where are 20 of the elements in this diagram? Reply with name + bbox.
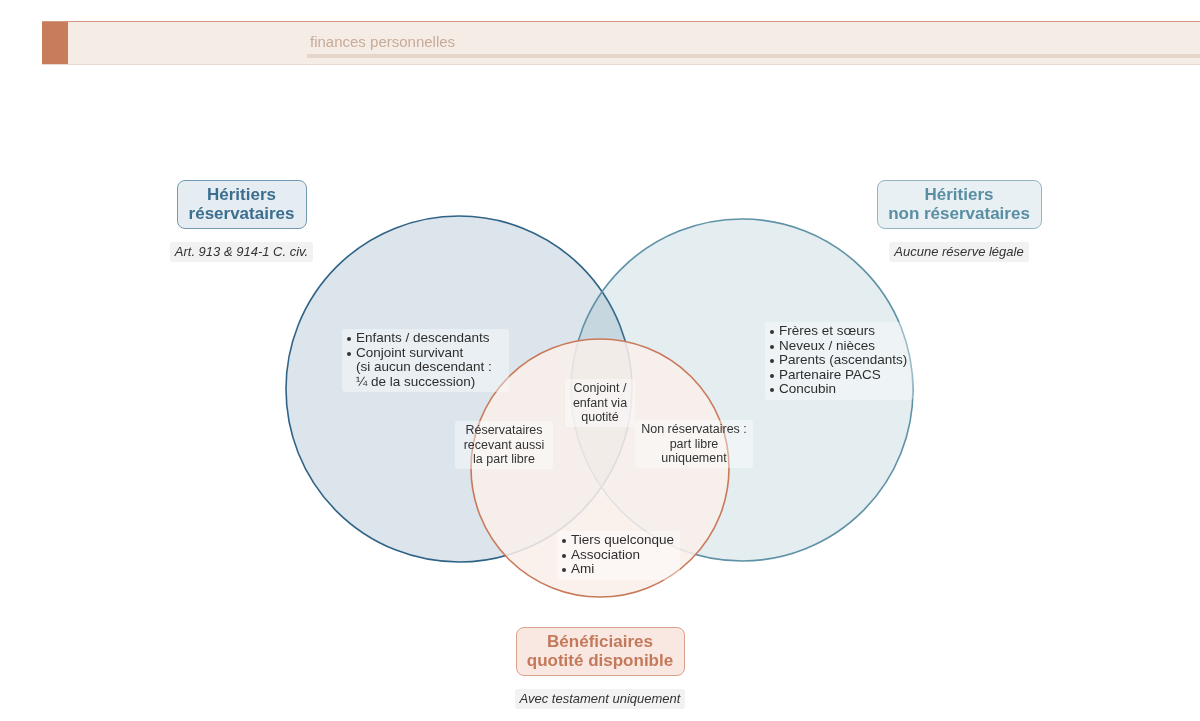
region-label: Réservataires recevant aussi la part libre bbox=[455, 421, 553, 469]
tagline: finances personnelles bbox=[310, 33, 456, 51]
list-item: Frères et sœurs bbox=[768, 324, 908, 339]
region-label: Non réservataires : part libre uniquement bbox=[635, 420, 753, 468]
list-item: Ami bbox=[560, 562, 675, 577]
category-heading: Bénéficiaires quotité disponible bbox=[515, 627, 685, 676]
list-item: Association bbox=[560, 547, 675, 562]
list-item: Concubin bbox=[768, 382, 908, 397]
list-item: Neveux / nièces bbox=[768, 338, 908, 353]
note-tag: Avec testament uniquement bbox=[514, 689, 686, 709]
note-tag: Aucune réserve légale bbox=[889, 242, 1029, 262]
list-item: Enfants / descendants bbox=[345, 331, 503, 346]
region-label: Conjoint / enfant via quotité bbox=[565, 379, 635, 427]
note-tag: Art. 913 & 914-1 C. civ. bbox=[169, 242, 314, 262]
category-heading: Héritiers réservataires bbox=[176, 180, 307, 229]
list-item: Parents (ascendants) bbox=[768, 353, 908, 368]
list-item: Conjoint survivant (si aucun descendant : ¼ de la succession) bbox=[345, 345, 503, 389]
list-item: Partenaire PACS bbox=[768, 367, 908, 382]
category-heading: Héritiers non réservataires bbox=[876, 180, 1042, 229]
list-item: Tiers quelconque bbox=[560, 533, 675, 548]
